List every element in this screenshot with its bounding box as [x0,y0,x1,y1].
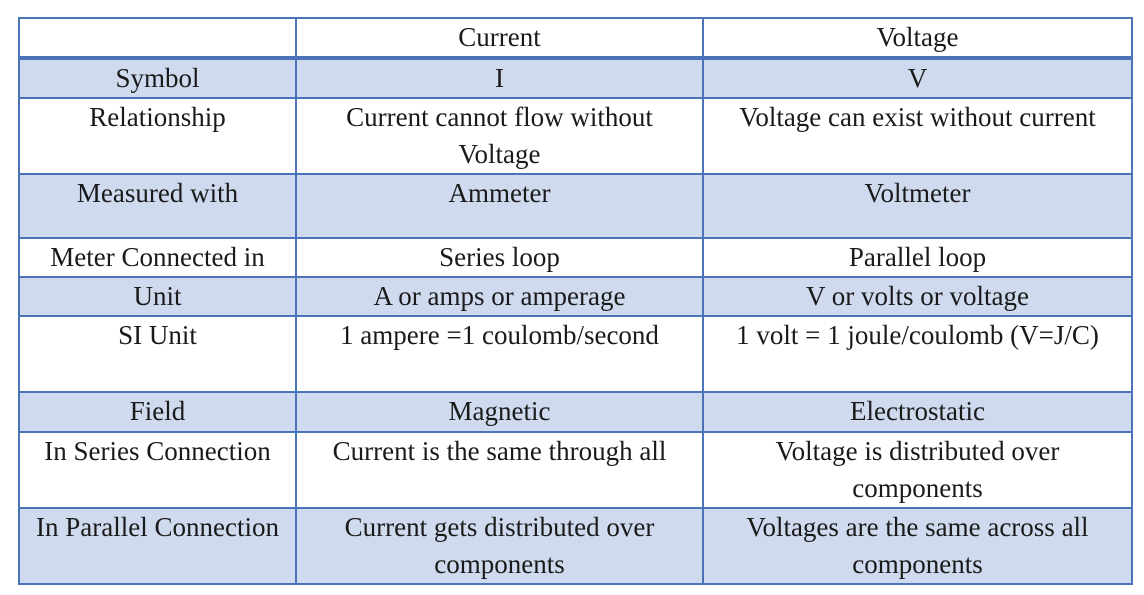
header-voltage: Voltage [702,17,1133,60]
row-label: Meter Connected in [18,237,297,278]
table-row: Symbol I V [18,57,1133,99]
voltage-cell: Voltages are the same across all compone… [702,507,1133,585]
table-row: Unit A or amps or amperage V or volts or… [18,276,1133,317]
current-cell: Series loop [295,237,704,278]
voltage-cell: Voltage can exist without current [702,97,1133,175]
table-row: In Parallel Connection Current gets dist… [18,507,1133,585]
row-label: Field [18,391,297,433]
current-cell: 1 ampere =1 coulomb/second [295,315,704,393]
header-current: Current [295,17,704,60]
row-label: In Parallel Connection [18,507,297,585]
voltage-cell: Voltmeter [702,173,1133,239]
current-cell: Current gets distributed over components [295,507,704,585]
table-row: Meter Connected in Series loop Parallel … [18,237,1133,278]
voltage-cell: V [702,57,1133,99]
voltage-cell: Electrostatic [702,391,1133,433]
voltage-cell: 1 volt = 1 joule/coulomb (V=J/C) [702,315,1133,393]
row-label: Symbol [18,57,297,99]
voltage-cell: Parallel loop [702,237,1133,278]
row-label: SI Unit [18,315,297,393]
header-row: Current Voltage [18,17,1133,60]
current-vs-voltage-table: Current Voltage Symbol I V Relationship … [18,17,1133,585]
row-label: In Series Connection [18,431,297,509]
table-row: Field Magnetic Electrostatic [18,391,1133,433]
current-cell: Ammeter [295,173,704,239]
table-row: In Series Connection Current is the same… [18,431,1133,509]
comparison-table-container: Current Voltage Symbol I V Relationship … [18,17,1133,585]
table-row: SI Unit 1 ampere =1 coulomb/second 1 vol… [18,315,1133,393]
current-cell: Current cannot flow without Voltage [295,97,704,175]
row-label: Unit [18,276,297,317]
voltage-cell: Voltage is distributed over components [702,431,1133,509]
header-empty-cell [18,17,297,60]
current-cell: A or amps or amperage [295,276,704,317]
table-row: Measured with Ammeter Voltmeter [18,173,1133,239]
row-label: Relationship [18,97,297,175]
voltage-cell: V or volts or voltage [702,276,1133,317]
current-cell: Current is the same through all [295,431,704,509]
current-cell: I [295,57,704,99]
current-cell: Magnetic [295,391,704,433]
row-label: Measured with [18,173,297,239]
table-row: Relationship Current cannot flow without… [18,97,1133,175]
